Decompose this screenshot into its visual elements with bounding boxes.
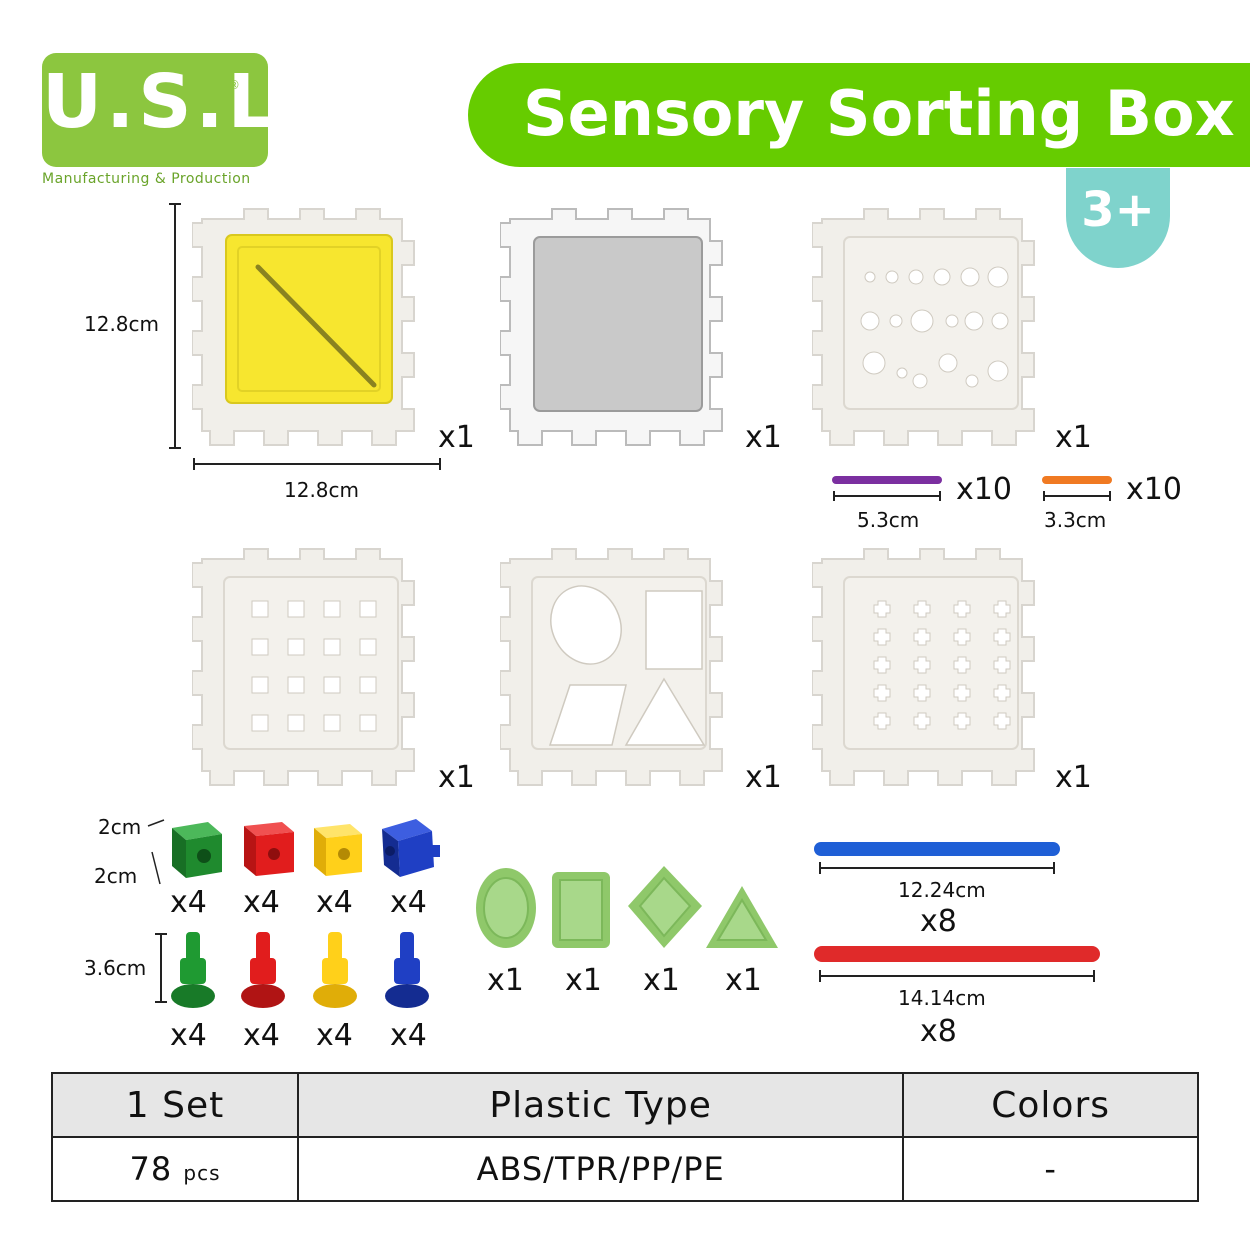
panel-square-holes — [192, 548, 415, 786]
bar-red — [814, 946, 1100, 982]
age-badge: 3+ — [1066, 168, 1170, 268]
cube-yellow — [314, 824, 362, 876]
panel-shape-holes — [500, 548, 723, 786]
texture-triangle — [706, 886, 778, 948]
texture-triangle-qty: x1 — [725, 963, 762, 998]
cell-colors: - — [902, 1136, 1199, 1202]
panel-shape-holes-qty: x1 — [745, 760, 782, 795]
cell-count: 78 pcs — [51, 1136, 299, 1202]
cube-blue-qty: x4 — [390, 885, 427, 920]
panel-mirror-qty: x1 — [745, 420, 782, 455]
stick-purple-length: 5.3cm — [857, 508, 920, 532]
cube-blue — [382, 819, 440, 877]
spec-table-header-row: 1 Set Plastic Type Colors — [51, 1072, 1199, 1138]
cube-dim-top: 2cm — [98, 815, 142, 839]
cube-dim-lines — [147, 819, 165, 885]
brand-tagline: Manufacturing & Production — [42, 171, 251, 187]
bar-red-length: 14.14cm — [898, 986, 986, 1010]
panel-mirror — [500, 208, 723, 446]
peg-blue — [385, 932, 429, 1008]
spec-table-value-row: 78 pcs ABS/TPR/PP/PE - — [51, 1136, 1199, 1202]
bar-red-qty: x8 — [920, 1014, 957, 1049]
peg-yellow-qty: x4 — [316, 1018, 353, 1053]
cube-yellow-qty: x4 — [316, 885, 353, 920]
header-set: 1 Set — [51, 1072, 299, 1138]
texture-rectangle — [552, 872, 610, 948]
texture-rectangle-qty: x1 — [565, 963, 602, 998]
panel-cross-holes — [812, 548, 1035, 786]
stick-purple — [832, 476, 942, 501]
brand-logo: U.S.L. — [42, 53, 311, 167]
header-colors: Colors — [902, 1072, 1199, 1138]
panel-yellow-slot — [192, 208, 415, 446]
peg-dim-line — [155, 933, 167, 1003]
panel-width-label: 12.8cm — [284, 478, 360, 502]
bar-blue-length: 12.24cm — [898, 878, 986, 902]
peg-dim-label: 3.6cm — [84, 956, 147, 980]
peg-red — [241, 932, 285, 1008]
header-plastic-type: Plastic Type — [296, 1072, 905, 1138]
logo-text: U.S.L. — [42, 59, 311, 145]
bar-blue — [814, 842, 1060, 874]
texture-oval-qty: x1 — [487, 963, 524, 998]
width-dimension-line — [193, 458, 441, 470]
cube-dim-side: 2cm — [94, 864, 138, 888]
peg-blue-qty: x4 — [390, 1018, 427, 1053]
cell-plastic-type: ABS/TPR/PP/PE — [296, 1136, 905, 1202]
panel-yellow-slot-qty: x1 — [438, 420, 475, 455]
panel-cross-holes-qty: x1 — [1055, 760, 1092, 795]
cube-green-qty: x4 — [170, 885, 207, 920]
spec-table: 1 Set Plastic Type Colors 78 pcs ABS/TPR… — [51, 1072, 1199, 1202]
registered-mark: ® — [228, 78, 240, 92]
stick-orange — [1042, 476, 1112, 501]
stick-orange-length: 3.3cm — [1044, 508, 1107, 532]
texture-oval — [476, 868, 536, 948]
page-title: Sensory Sorting Box — [523, 77, 1235, 150]
peg-yellow — [313, 932, 357, 1008]
panel-round-holes — [812, 208, 1035, 446]
panel-height-label: 12.8cm — [84, 312, 160, 336]
texture-diamond — [628, 866, 702, 948]
piece-unit: pcs — [183, 1161, 221, 1185]
cube-red — [244, 822, 294, 876]
age-badge-text: 3+ — [1081, 182, 1155, 238]
title-banner: Sensory Sorting Box — [468, 63, 1250, 167]
stick-purple-qty: x10 — [956, 472, 1012, 507]
panel-square-holes-qty: x1 — [438, 760, 475, 795]
peg-green — [171, 932, 215, 1008]
panel-round-holes-qty: x1 — [1055, 420, 1092, 455]
cube-green — [172, 822, 222, 878]
height-dimension-line — [169, 203, 181, 449]
stick-orange-qty: x10 — [1126, 472, 1182, 507]
bar-blue-qty: x8 — [920, 904, 957, 939]
texture-diamond-qty: x1 — [643, 963, 680, 998]
peg-green-qty: x4 — [170, 1018, 207, 1053]
cube-red-qty: x4 — [243, 885, 280, 920]
piece-count: 78 — [129, 1150, 173, 1188]
peg-red-qty: x4 — [243, 1018, 280, 1053]
